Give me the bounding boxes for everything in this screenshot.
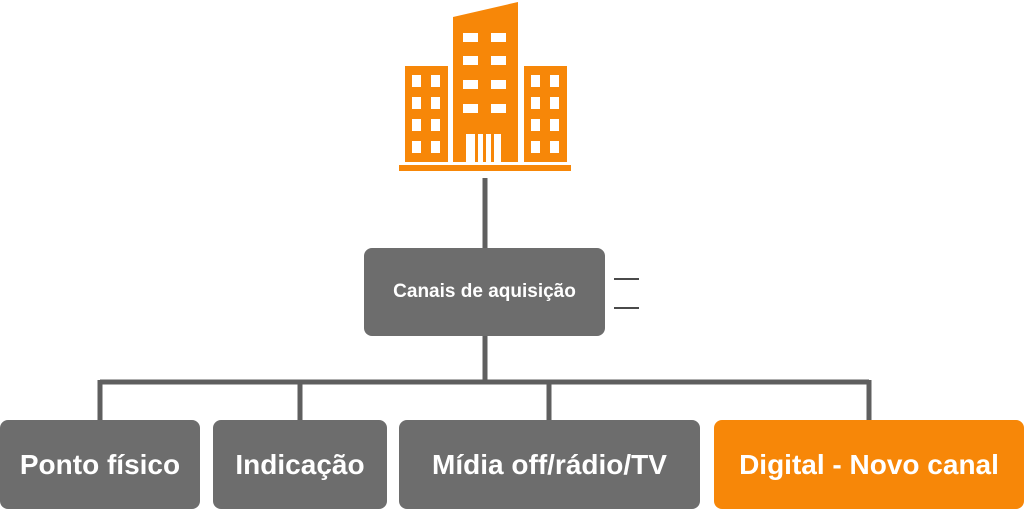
- child-node-indicacao: Indicação: [213, 420, 387, 509]
- child-node-label: Ponto físico: [19, 448, 181, 480]
- root-node-label: Canais de aquisição: [393, 281, 576, 302]
- child-node-midia-off-radio-tv: Mídia off/rádio/TV: [399, 420, 700, 509]
- side-tick-mark: [614, 278, 639, 280]
- child-node-label: Digital - Novo canal: [739, 448, 999, 480]
- building-icon: [399, 2, 571, 171]
- child-node-ponto-fisico: Ponto físico: [0, 420, 200, 509]
- side-tick-mark: [614, 307, 639, 309]
- child-node-digital-novo-canal: Digital - Novo canal: [714, 420, 1024, 509]
- child-node-label: Mídia off/rádio/TV: [432, 448, 667, 480]
- child-node-label: Indicação: [235, 448, 365, 480]
- root-node-canais-de-aquisicao: Canais de aquisição: [364, 248, 605, 336]
